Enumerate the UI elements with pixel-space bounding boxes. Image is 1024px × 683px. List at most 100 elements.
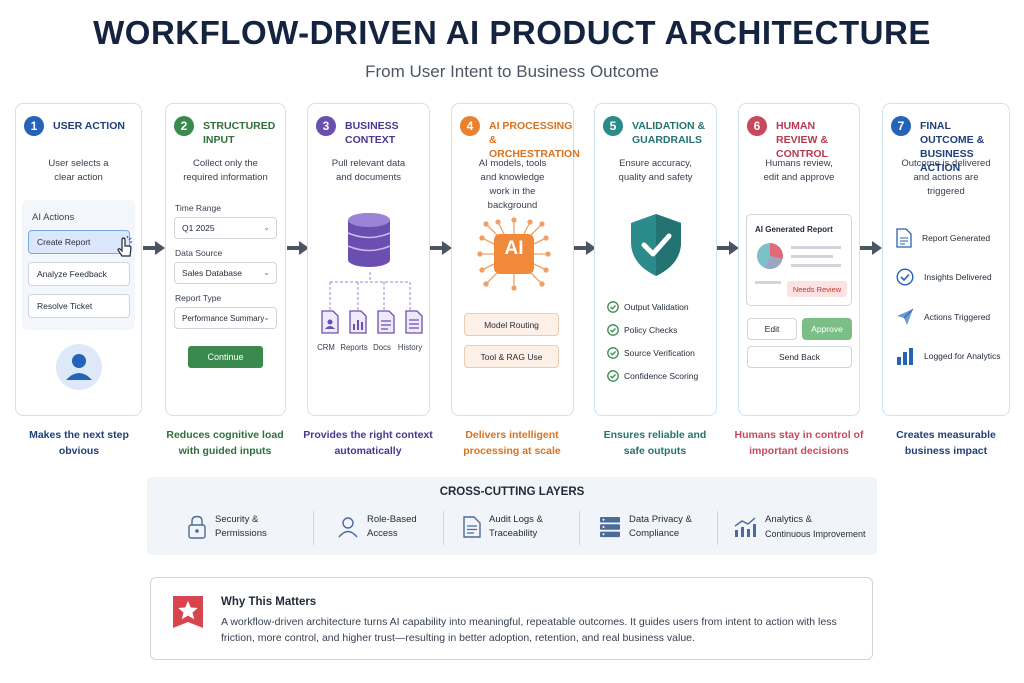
approve-button[interactable]: Approve [802, 318, 852, 340]
layer-line: Security & [215, 514, 259, 525]
why-this-matters-panel: Why This Matters A workflow-driven archi… [150, 577, 873, 660]
analytics-chart-icon [734, 517, 756, 537]
step-title: BUSINESS CONTEXT [345, 120, 399, 146]
step-card-human-review: 6 HUMAN REVIEW & CONTROL Humans review, … [738, 103, 860, 416]
time-range-select[interactable]: Q1 2025⌄ [174, 217, 277, 239]
divider [579, 511, 580, 545]
shield-check-icon [631, 214, 681, 276]
reports-document-icon [349, 310, 367, 334]
step-description: AI models, tools and knowledge work in t… [478, 158, 547, 211]
action-label: Create Report [37, 237, 91, 247]
create-report-button[interactable]: Create Report [28, 230, 130, 254]
document-icon [896, 228, 912, 248]
step-card-structured-input: 2 STRUCTURED INPUT Collect only the requ… [165, 103, 286, 416]
pie-chart-icon [757, 243, 783, 269]
page-subtitle: From User Intent to Business Outcome [365, 62, 659, 81]
step-title: USER ACTION [53, 120, 125, 132]
caption-step-6: Humans stay in control of important deci… [734, 429, 864, 457]
cross-cutting-layers-panel: CROSS-CUTTING LAYERS Security &Permissio… [147, 477, 877, 555]
ai-chip-label: AI [504, 238, 524, 259]
outcome-report-generated: Report Generated [896, 228, 990, 248]
field-label: Time Range [175, 203, 221, 213]
step-card-user-action: 1 USER ACTION User selects a clear actio… [15, 103, 142, 416]
ai-generated-report: AI Generated Report Needs Review [746, 214, 852, 306]
ai-actions-panel: AI Actions Create Report Analyze Feedbac… [22, 200, 135, 330]
step-description: Ensure accuracy, quality and safety [618, 158, 693, 183]
step-number: 2 [174, 116, 194, 136]
user-icon [338, 517, 358, 538]
why-title: Why This Matters [221, 596, 317, 608]
layer-line: Permissions [215, 528, 267, 539]
select-value: Performance Summary [182, 313, 265, 323]
step-description: Collect only the required information [183, 158, 268, 183]
edit-button[interactable]: Edit [747, 318, 797, 340]
outcome-label: Logged for Analytics [924, 351, 1001, 361]
send-back-button[interactable]: Send Back [747, 346, 852, 368]
chevron-down-icon: ⌄ [263, 223, 270, 232]
step-description: Pull relevant data and documents [331, 158, 406, 183]
step-description: User selects a clear action [48, 158, 109, 183]
step-title: VALIDATION & GUARDRAILS [632, 120, 706, 146]
step-card-validation: 5 VALIDATION & GUARDRAILS Ensure accurac… [594, 103, 717, 416]
analyze-feedback-button[interactable]: Analyze Feedback [28, 262, 130, 286]
check-policy-checks: Policy Checks [607, 324, 677, 336]
check-label: Policy Checks [624, 325, 678, 335]
caption-step-1: Makes the next step obvious [29, 429, 129, 457]
check-label: Output Validation [624, 302, 689, 312]
bar-chart-icon [897, 348, 913, 365]
check-circle-icon [607, 324, 619, 336]
outcome-logged-analytics: Logged for Analytics [896, 347, 1001, 365]
step-title: STRUCTURED INPUT [203, 120, 276, 146]
step-card-business-context: 3 BUSINESS CONTEXT Pull relevant data an… [307, 103, 430, 416]
divider [717, 511, 718, 545]
check-circle-icon [607, 370, 619, 382]
layer-line: Analytics & [765, 514, 812, 525]
needs-review-badge: Needs Review [787, 281, 847, 297]
arrow-right-icon [717, 241, 739, 255]
step-number: 7 [891, 116, 911, 136]
check-circle-icon [896, 268, 914, 286]
divider [313, 511, 314, 545]
field-label: Data Source [175, 248, 223, 258]
layer-line: Compliance [629, 528, 680, 539]
step-number: 1 [24, 116, 44, 136]
source-label-crm: CRM [317, 343, 335, 352]
ai-chip-icon [477, 217, 551, 291]
check-circle-icon [607, 347, 619, 359]
caption-step-2: Reduces cognitive load with guided input… [166, 429, 284, 457]
report-type-select[interactable]: Performance Summary⌄ [174, 307, 277, 329]
why-body: A workflow-driven architecture turns AI … [221, 616, 837, 644]
check-label: Confidence Scoring [624, 371, 699, 381]
layer-audit-logs: Audit Logs &Traceability [463, 511, 543, 543]
report-title: AI Generated Report [755, 225, 833, 234]
step-number: 4 [460, 116, 480, 136]
layer-line: Access [367, 528, 398, 539]
user-avatar [56, 344, 102, 390]
outcome-actions-triggered: Actions Triggered [896, 308, 990, 326]
step-number: 3 [316, 116, 336, 136]
outcome-label: Actions Triggered [924, 312, 991, 322]
action-label: Analyze Feedback [37, 269, 107, 279]
chevron-down-icon: ⌄ [263, 313, 270, 322]
database-icon [347, 213, 391, 267]
arrow-right-icon [143, 241, 165, 255]
text-line [791, 246, 841, 249]
check-circle-icon [607, 301, 619, 313]
layer-line: Continuous Improvement [765, 529, 866, 539]
step-title: FINAL OUTCOME & BUSINESS ACTION [920, 120, 985, 174]
text-line [791, 255, 833, 258]
resolve-ticket-button[interactable]: Resolve Ticket [28, 294, 130, 318]
action-label: Resolve Ticket [37, 301, 93, 311]
continue-button[interactable]: Continue [188, 346, 263, 368]
step-card-ai-processing: 4 AI PROCESSING & ORCHESTRATION AI model… [451, 103, 580, 416]
tool-rag-tag: Tool & RAG Use [464, 345, 559, 368]
arrow-right-icon [287, 241, 309, 255]
chevron-down-icon: ⌄ [263, 268, 270, 277]
caption-step-3: Provides the right context automatically [303, 429, 433, 457]
outcome-insights-delivered: Insights Delivered [896, 268, 992, 286]
data-source-select[interactable]: Sales Database⌄ [174, 262, 277, 284]
field-label: Report Type [175, 293, 222, 303]
layer-data-privacy: Data Privacy &Compliance [599, 511, 692, 543]
paper-plane-icon [897, 308, 914, 325]
arrow-right-icon [574, 241, 596, 255]
